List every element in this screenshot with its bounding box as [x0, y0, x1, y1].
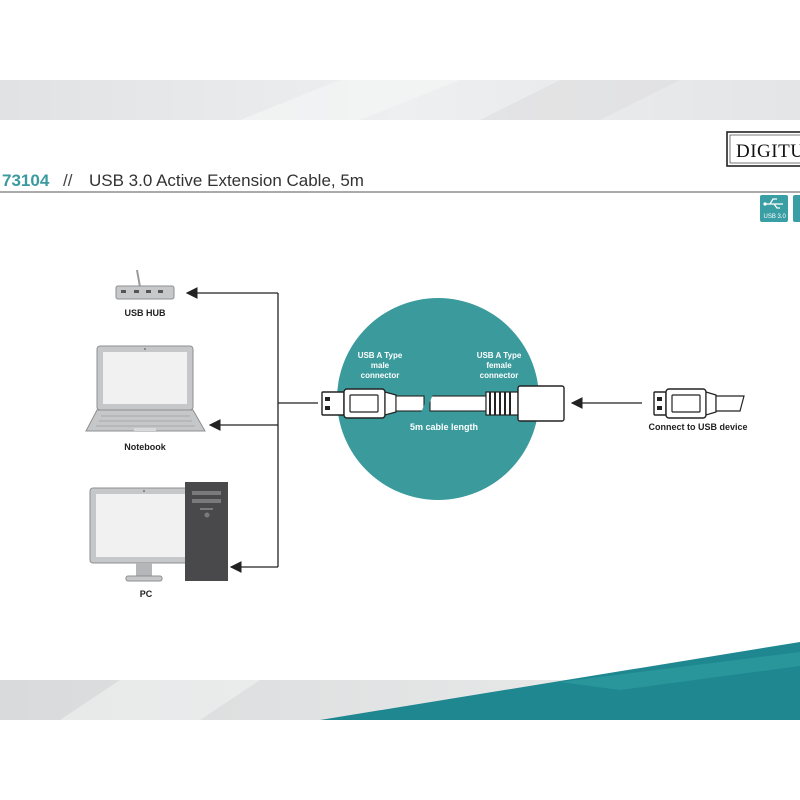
usb-hub-device — [115, 269, 175, 300]
connection-arrows — [185, 287, 642, 573]
cable-length-label: 5m cable length — [410, 422, 478, 432]
brand-logo: DIGITU — [726, 131, 800, 167]
male-label-line1: USB A Type — [358, 351, 403, 360]
usb-hub-label: USB HUB — [124, 308, 166, 318]
female-connector-label: USB A Type female connector — [477, 351, 522, 380]
connect-device-label: Connect to USB device — [648, 422, 747, 432]
header-band — [0, 80, 800, 120]
product-title: USB 3.0 Active Extension Cable, 5m — [89, 171, 364, 190]
female-label-line3: connector — [480, 371, 519, 380]
brand-logo-text: DIGITU — [736, 141, 800, 162]
footer-band — [0, 642, 800, 720]
device-usb-plug — [653, 388, 745, 419]
male-connector-label: USB A Type male connector — [358, 351, 403, 380]
male-label-line3: connector — [361, 371, 400, 380]
usb3-badge-label: USB 3.0 — [764, 214, 787, 220]
usb-a-male-connector — [321, 388, 397, 419]
notebook-label: Notebook — [124, 442, 166, 452]
pc-label: PC — [140, 589, 153, 599]
usb-trident-icon — [765, 198, 783, 209]
usb3-badge: USB 3.0 — [760, 195, 788, 222]
cable-body — [395, 393, 487, 414]
pc-device — [89, 482, 228, 582]
notebook-device — [85, 345, 206, 432]
usb-a-female-connector — [485, 385, 565, 422]
title-separator: // — [63, 171, 73, 190]
product-code: 73104 — [2, 171, 50, 190]
female-label-line1: USB A Type — [477, 351, 522, 360]
female-label-line2: female — [486, 361, 512, 370]
male-label-line2: male — [371, 361, 390, 370]
product-title-line: 73104 // USB 3.0 Active Extension Cable,… — [0, 171, 800, 193]
secondary-badge — [793, 195, 800, 222]
